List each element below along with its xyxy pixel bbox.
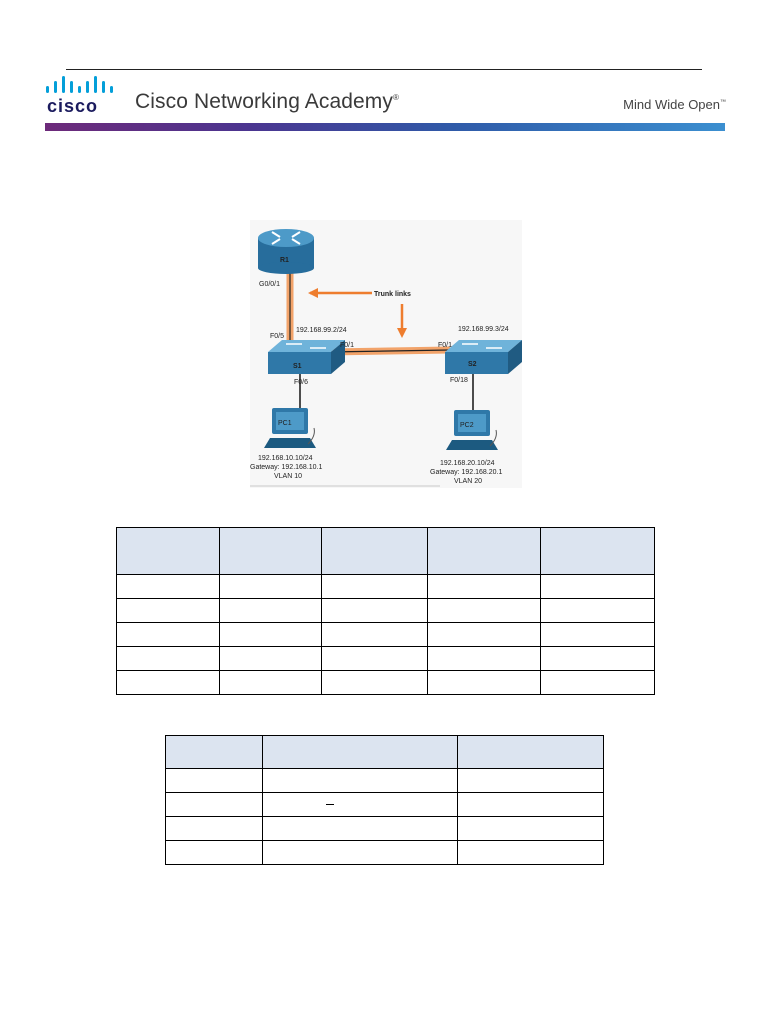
switch-s1-port-down: F0/6 bbox=[294, 379, 308, 386]
table-cell bbox=[165, 792, 263, 817]
table-header-cell bbox=[320, 527, 429, 575]
table-cell bbox=[218, 574, 322, 599]
table-header-cell bbox=[218, 527, 322, 575]
table-cell bbox=[165, 768, 263, 793]
pc2-icon bbox=[446, 410, 498, 450]
table-cell bbox=[218, 598, 322, 623]
switch-s1-icon bbox=[268, 340, 345, 374]
table-header-cell bbox=[261, 735, 459, 769]
table-cell bbox=[261, 792, 459, 817]
trademark: ™ bbox=[720, 99, 726, 106]
switch-s1-ip: 192.168.99.2/24 bbox=[296, 327, 347, 334]
cisco-bridge-icon bbox=[46, 76, 113, 93]
callout-arrowhead-down bbox=[397, 328, 407, 338]
table-cell bbox=[165, 840, 263, 865]
addressing-table-header-row bbox=[116, 527, 655, 575]
table-header-cell bbox=[457, 735, 604, 769]
academy-title: Cisco Networking Academy® bbox=[135, 90, 399, 114]
table-cell bbox=[320, 574, 429, 599]
table-header-cell bbox=[116, 527, 220, 575]
table-cell bbox=[427, 598, 542, 623]
table-row bbox=[116, 670, 655, 695]
table-cell bbox=[165, 816, 263, 841]
table-cell bbox=[427, 574, 542, 599]
switch-s1-port-trunk: F0/1 bbox=[340, 342, 354, 349]
tagline-text: Mind Wide Open bbox=[623, 97, 720, 112]
table-cell bbox=[261, 768, 459, 793]
switch-s2-port-trunk: F0/1 bbox=[438, 342, 452, 349]
cisco-wordmark: cisco bbox=[47, 96, 98, 116]
table-cell bbox=[457, 792, 604, 817]
callout-arrowhead-left bbox=[308, 288, 318, 298]
pc2-gateway: Gateway: 192.168.20.1 bbox=[430, 469, 502, 476]
table-cell bbox=[116, 646, 220, 671]
pc1-vlan: VLAN 10 bbox=[274, 473, 302, 480]
router-r1-icon bbox=[258, 229, 314, 274]
academy-title-text: Cisco Networking Academy bbox=[135, 90, 393, 113]
table-cell bbox=[320, 598, 429, 623]
table-header-cell bbox=[427, 527, 542, 575]
router-r1-port: G0/0/1 bbox=[259, 281, 280, 288]
table-cell bbox=[116, 574, 220, 599]
switch-s2-ip: 192.168.99.3/24 bbox=[458, 326, 509, 333]
link-s1-s2 bbox=[327, 349, 451, 353]
tagline: Mind Wide Open™ bbox=[623, 97, 726, 112]
table-row bbox=[116, 646, 655, 671]
pc2-ip: 192.168.20.10/24 bbox=[440, 460, 495, 467]
table-cell bbox=[457, 840, 604, 865]
table-row bbox=[116, 574, 655, 599]
router-r1-label: R1 bbox=[280, 257, 289, 264]
table-cell bbox=[427, 622, 542, 647]
table-cell bbox=[116, 622, 220, 647]
table-cell bbox=[218, 622, 322, 647]
addressing-table bbox=[116, 527, 655, 695]
registered-mark: ® bbox=[393, 93, 399, 102]
pc1-icon bbox=[264, 408, 316, 448]
switch-s2-icon bbox=[445, 340, 522, 374]
trunk-links-callout: Trunk links bbox=[374, 291, 411, 298]
table-cell bbox=[218, 646, 322, 671]
pc2-label: PC2 bbox=[460, 422, 474, 429]
switch-s2-label: S2 bbox=[468, 361, 477, 368]
switch-s1-label: S1 bbox=[293, 363, 302, 370]
table-cell bbox=[540, 574, 655, 599]
pc2-vlan: VLAN 20 bbox=[454, 478, 482, 485]
vlan-table bbox=[165, 735, 604, 865]
switch-s2-port-down: F0/18 bbox=[450, 377, 468, 384]
table-cell bbox=[540, 598, 655, 623]
table-cell bbox=[540, 646, 655, 671]
table-cell bbox=[261, 840, 459, 865]
table-cell bbox=[457, 768, 604, 793]
table-row bbox=[165, 768, 604, 793]
table-header-cell bbox=[165, 735, 263, 769]
network-topology: R1 G0/0/1 Trunk links S1 192.168.99.2/24… bbox=[250, 220, 522, 488]
vlan-table-header-row bbox=[165, 735, 604, 769]
table-row bbox=[165, 840, 604, 865]
switch-s1-port-up: F0/5 bbox=[270, 333, 284, 340]
table-cell bbox=[540, 622, 655, 647]
table-row bbox=[116, 622, 655, 647]
pc1-ip: 192.168.10.10/24 bbox=[258, 455, 313, 462]
table-row bbox=[165, 792, 604, 817]
table-cell bbox=[320, 622, 429, 647]
table-cell bbox=[320, 670, 429, 695]
table-cell bbox=[116, 670, 220, 695]
cisco-logo: cisco bbox=[46, 76, 113, 116]
pc1-label: PC1 bbox=[278, 420, 292, 427]
table-cell bbox=[218, 670, 322, 695]
table-cell bbox=[427, 646, 542, 671]
pc1-gateway: Gateway: 192.168.10.1 bbox=[250, 464, 322, 471]
table-cell bbox=[320, 646, 429, 671]
table-cell bbox=[457, 816, 604, 841]
table-cell bbox=[540, 670, 655, 695]
header-gradient-bar bbox=[45, 123, 725, 131]
header-rule bbox=[66, 69, 702, 70]
table-cell bbox=[116, 598, 220, 623]
table-cell bbox=[261, 816, 459, 841]
dash-mark bbox=[325, 803, 334, 805]
table-row bbox=[165, 816, 604, 841]
table-header-cell bbox=[540, 527, 655, 575]
table-cell bbox=[427, 670, 542, 695]
table-row bbox=[116, 598, 655, 623]
